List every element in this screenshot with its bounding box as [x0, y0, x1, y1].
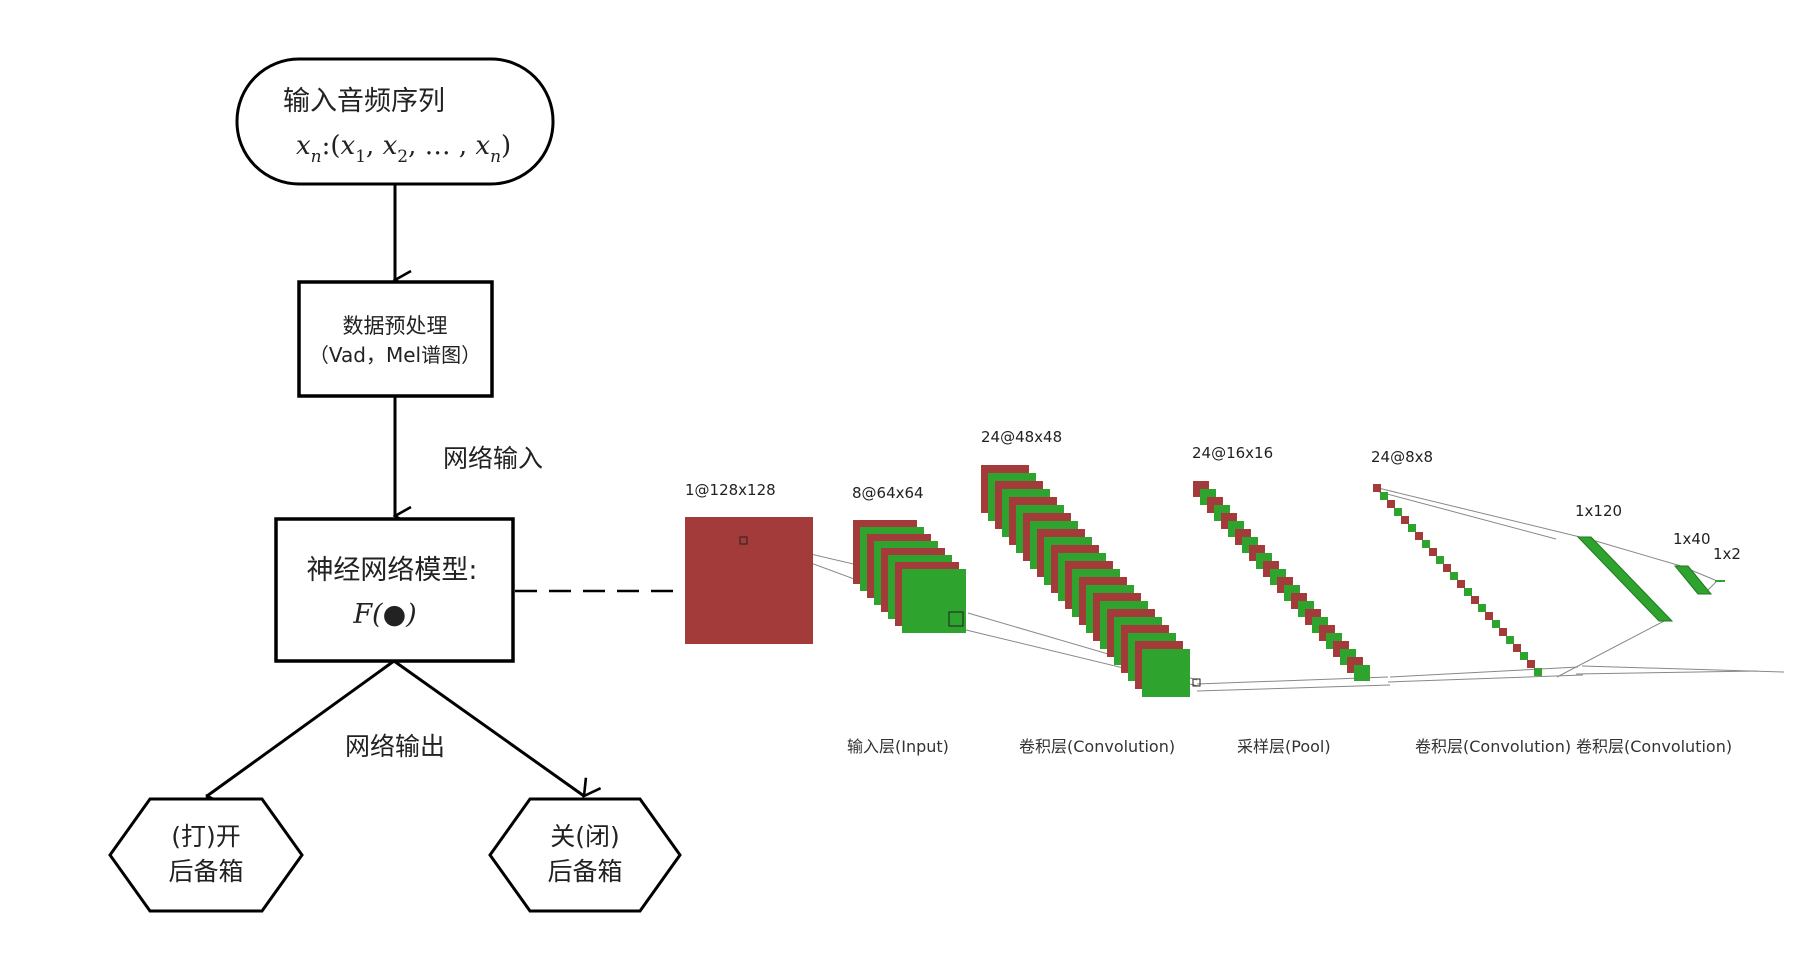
feature-map [1380, 492, 1388, 500]
layer-type-label: 采样层(Pool) [1237, 737, 1331, 756]
open-sub-label: 后备箱 [168, 857, 243, 886]
formula-part: n [311, 147, 322, 167]
layer-size-label: 1@128x128 [685, 481, 776, 499]
connection-line [1556, 619, 1667, 678]
cnn-feature-maps [685, 465, 1725, 697]
formula-part: x [341, 131, 356, 161]
feature-map [1373, 484, 1381, 492]
cnn-architecture: 1@128x128 8@64x64 24@48x48 24@16x16 24@8… [685, 428, 1785, 756]
formula-part: ) [501, 131, 511, 161]
feature-map [1429, 548, 1437, 556]
layer-size-label: 1x120 [1575, 502, 1622, 520]
formula-part: 2 [397, 147, 408, 167]
feature-map [1142, 649, 1190, 697]
receptive-field-marker [739, 536, 748, 545]
feature-map [1513, 644, 1521, 652]
feature-map [1471, 596, 1479, 604]
feature-map [1492, 620, 1500, 628]
feature-map [1394, 508, 1402, 516]
formula-part: n [490, 147, 501, 167]
dense-layer-120 [1576, 536, 1674, 622]
feature-map [1408, 524, 1416, 532]
feature-map [1401, 516, 1409, 524]
feature-map [1422, 540, 1430, 548]
layer-size-label: 24@8x8 [1371, 448, 1433, 466]
connection-line [1373, 486, 1581, 538]
feature-map [1387, 500, 1395, 508]
edge-label-network-input: 网络输入 [443, 444, 543, 473]
feature-map [1436, 556, 1444, 564]
layer-type-label: 卷积层(Convolution) [1415, 737, 1571, 756]
close-trunk-hexagon [488, 797, 682, 913]
formula-part: x [296, 131, 311, 161]
layer-size-label: 8@64x64 [852, 484, 924, 502]
feature-map [902, 569, 966, 633]
arrow-model-to-open [207, 659, 395, 796]
formula-part: :( [322, 131, 341, 161]
start-label: 输入音频序列 [283, 86, 445, 117]
preprocess-sub-label: （Vad，Mel谱图） [309, 343, 481, 367]
layer-size-label: 24@48x48 [981, 428, 1062, 446]
open-trunk-hexagon [108, 797, 304, 913]
feature-map [1443, 564, 1451, 572]
feature-map [1354, 665, 1370, 681]
feature-map [1478, 604, 1486, 612]
model-label: 神经网络模型: [306, 555, 477, 586]
connection-line [1389, 666, 1579, 678]
preprocess-label: 数据预处理 [343, 314, 448, 338]
start-formula: xn:(x1, x2, … , xn) [296, 131, 511, 167]
feature-map [1415, 532, 1423, 540]
open-label: (打)开 [171, 822, 241, 851]
feature-map [1527, 660, 1535, 668]
feature-map [1506, 636, 1514, 644]
layer-type-label: 卷积层(Convolution) [1576, 737, 1732, 756]
feature-map [1520, 652, 1528, 660]
feature-map [1499, 628, 1507, 636]
connection-line [1575, 670, 1759, 675]
layer-size-label: 1x40 [1673, 530, 1711, 548]
formula-part: x [383, 131, 398, 161]
close-sub-label: 后备箱 [547, 857, 622, 886]
formula-part: , [366, 131, 383, 161]
receptive-field-marker [948, 611, 964, 627]
start-terminal [235, 57, 555, 186]
arrow-model-to-close [393, 659, 584, 796]
feature-map [1464, 588, 1472, 596]
formula-part: x [475, 131, 490, 161]
connection-line [1581, 665, 1785, 673]
flowchart: 输入音频序列 xn:(x1, x2, … , xn) 数据预处理 （Vad，Me… [108, 57, 695, 913]
model-box [274, 517, 515, 663]
receptive-field-marker [1192, 678, 1201, 687]
connection-line [1196, 684, 1391, 692]
connection-line [1581, 536, 1682, 567]
model-function: F(●) [352, 599, 416, 630]
formula-part: , … , [408, 131, 475, 161]
connection-line [1375, 490, 1557, 540]
connection-line [1387, 674, 1584, 683]
feature-map-input [685, 517, 813, 644]
output-layer [1715, 580, 1725, 582]
layer-type-label: 输入层(Input) [847, 737, 949, 756]
feature-map [1485, 612, 1493, 620]
dense-layer-40 [1673, 565, 1713, 595]
edge-label-network-output: 网络输出 [345, 732, 445, 761]
feature-map [1450, 572, 1458, 580]
feature-map [1457, 580, 1465, 588]
feature-map [1534, 668, 1542, 676]
close-label: 关(闭) [550, 822, 620, 851]
layer-size-label: 1x2 [1713, 545, 1741, 563]
formula-part: 1 [355, 147, 366, 167]
layer-size-label: 24@16x16 [1192, 444, 1273, 462]
layer-type-label: 卷积层(Convolution) [1019, 737, 1175, 756]
preprocess-box [297, 280, 494, 398]
